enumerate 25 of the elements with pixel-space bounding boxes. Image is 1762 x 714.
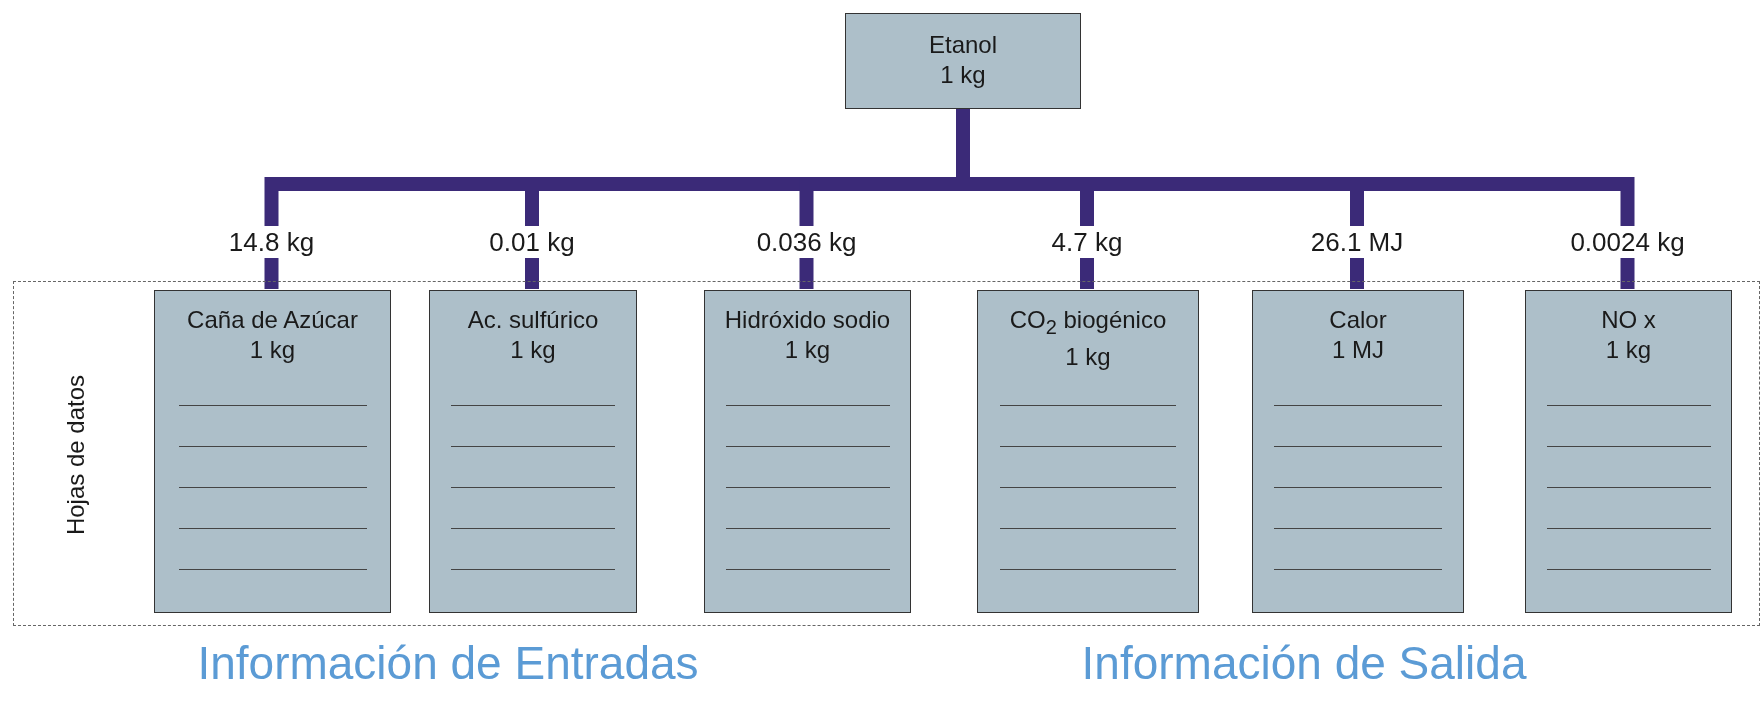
- data-sheet: [1525, 290, 1732, 613]
- section-caption: Información de Salida: [1081, 636, 1527, 690]
- node-title: Ac. sulfúrico: [467, 305, 599, 335]
- node-title: NO x: [1601, 305, 1656, 335]
- section-caption: Información de Entradas: [197, 636, 699, 690]
- dashed-group-frame: [13, 281, 1760, 626]
- node-title: Caña de Azúcar: [187, 305, 358, 335]
- data-sheet: [1252, 290, 1464, 613]
- data-sheet: [977, 290, 1199, 613]
- node-title: Hidróxido sodio: [724, 305, 891, 335]
- group-title: Hojas de datos: [62, 373, 90, 538]
- node-quantity: 1 kg: [510, 335, 556, 365]
- node-title: CO$_{2}$ biogénico: [1009, 305, 1167, 340]
- node-title: Etanol: [928, 30, 998, 60]
- process-box: [845, 13, 1081, 109]
- node-quantity: 1 kg: [940, 60, 986, 90]
- node-quantity: 1 kg: [1065, 341, 1111, 372]
- data-sheet: [704, 290, 911, 613]
- node-quantity: 1 kg: [784, 335, 831, 365]
- node-quantity: 1 MJ: [1332, 335, 1384, 365]
- data-sheet: [429, 290, 637, 613]
- node-quantity: 1 kg: [1605, 335, 1652, 365]
- data-sheet: [154, 290, 391, 613]
- node-quantity: 1 kg: [249, 335, 296, 365]
- node-title: Calor: [1329, 305, 1387, 335]
